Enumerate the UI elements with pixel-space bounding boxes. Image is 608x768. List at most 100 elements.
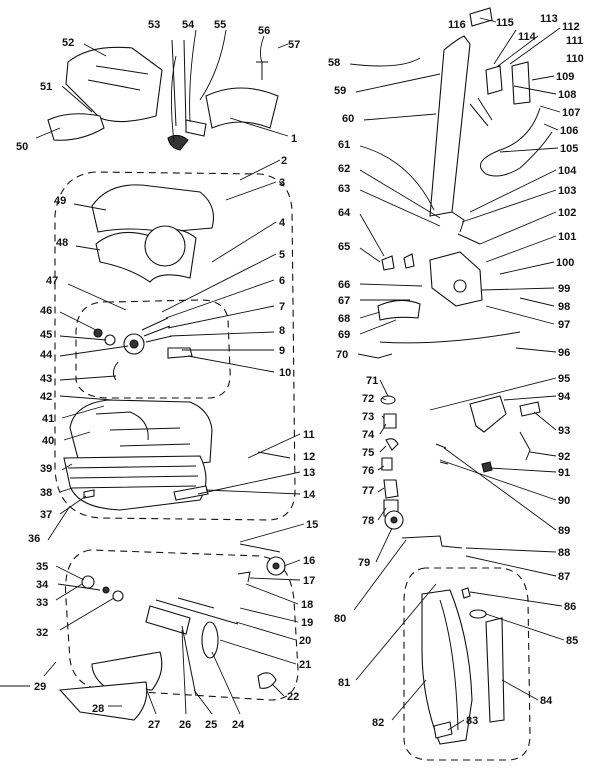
part-label-58: 58 xyxy=(328,57,340,69)
fan-housing-top-part xyxy=(91,184,215,233)
axle-rod-part xyxy=(257,451,291,459)
part-label-65: 65 xyxy=(338,241,350,253)
part-label-92: 92 xyxy=(558,451,570,463)
hood-cover-inner-part xyxy=(87,65,149,91)
part-label-85: 85 xyxy=(566,635,578,647)
part-label-69: 69 xyxy=(338,329,350,341)
part-label-44: 44 xyxy=(40,349,53,361)
fan-housing-ring-part xyxy=(144,225,186,267)
part-label-72: 72 xyxy=(362,393,374,405)
part-label-46: 46 xyxy=(40,305,52,317)
part-label-93: 93 xyxy=(558,425,570,437)
part-label-75: 75 xyxy=(362,447,374,459)
link-rod-part xyxy=(401,535,463,549)
handle-tube-part xyxy=(429,35,471,217)
part-label-51: 51 xyxy=(40,81,52,93)
motor-clip-part xyxy=(167,347,193,359)
part-label-105: 105 xyxy=(560,143,578,155)
part-label-63: 63 xyxy=(338,183,350,195)
leader-lines xyxy=(35,17,565,731)
part-label-48: 48 xyxy=(56,237,68,249)
tube-bracket-part xyxy=(429,251,483,307)
part-label-86: 86 xyxy=(564,601,576,613)
part-label-15: 15 xyxy=(306,519,318,531)
motor-brush-part xyxy=(141,317,173,343)
part-label-83: 83 xyxy=(466,715,478,727)
part-label-103: 103 xyxy=(558,185,576,197)
part-label-102: 102 xyxy=(558,207,576,219)
part-label-87: 87 xyxy=(558,571,570,583)
part-label-106: 106 xyxy=(560,125,578,137)
part-label-47: 47 xyxy=(46,275,58,287)
bag-collar-part xyxy=(433,721,453,739)
part-labels: 1 2 3 4 5 6 7 8 9 10 11 12 13 14 15 16 1… xyxy=(16,13,584,731)
pedal-lever-part xyxy=(469,395,507,433)
bumper-part xyxy=(47,113,105,141)
part-label-36: 36 xyxy=(28,533,40,545)
part-label-88: 88 xyxy=(558,547,570,559)
part-label-3: 3 xyxy=(279,177,285,189)
bearing-ring-part xyxy=(112,590,124,602)
group-outline-base xyxy=(54,171,296,521)
part-label-49: 49 xyxy=(54,195,66,207)
part-label-37: 37 xyxy=(40,509,52,521)
part-label-91: 91 xyxy=(558,467,570,479)
part-label-17: 17 xyxy=(303,575,315,587)
part-label-57: 57 xyxy=(288,39,300,51)
part-label-1: 1 xyxy=(291,133,297,145)
part-label-9: 9 xyxy=(279,345,285,357)
part-label-60: 60 xyxy=(342,113,354,125)
part-label-29: 29 xyxy=(34,681,46,693)
part-label-6: 6 xyxy=(279,275,285,287)
part-label-21: 21 xyxy=(299,659,311,671)
part-label-68: 68 xyxy=(338,313,350,325)
part-label-55: 55 xyxy=(214,19,226,31)
part-label-27: 27 xyxy=(148,719,160,731)
part-label-32: 32 xyxy=(36,627,48,639)
wheel-hub-part xyxy=(272,562,280,570)
part-label-16: 16 xyxy=(303,555,315,567)
part-label-99: 99 xyxy=(558,283,570,295)
long-wire-part xyxy=(379,331,521,344)
group-outline-brushroll xyxy=(64,549,299,701)
part-label-66: 66 xyxy=(338,279,350,291)
end-cap-right-part xyxy=(257,672,277,689)
nozzle-part xyxy=(385,438,399,451)
base-top-detail-part xyxy=(95,411,191,447)
part-label-41: 41 xyxy=(42,413,54,425)
bottom-plate-part xyxy=(91,651,163,691)
part-label-42: 42 xyxy=(40,391,52,403)
part-label-53: 53 xyxy=(148,19,160,31)
brush-roll-part xyxy=(145,605,191,635)
part-label-78: 78 xyxy=(362,515,374,527)
tab-part xyxy=(435,443,449,465)
part-label-25: 25 xyxy=(205,719,217,731)
wheel-bracket-part xyxy=(237,571,251,583)
gear-wheel-hub-part xyxy=(390,516,398,524)
part-label-12: 12 xyxy=(303,451,315,463)
part-label-62: 62 xyxy=(338,163,350,175)
part-label-64: 64 xyxy=(338,207,351,219)
hood-cover-part xyxy=(65,46,163,123)
base-plate-part xyxy=(63,455,207,511)
part-label-115: 115 xyxy=(496,17,514,29)
part-label-110: 110 xyxy=(566,53,584,65)
part-label-28: 28 xyxy=(92,703,104,715)
part-label-4: 4 xyxy=(279,217,286,229)
bag-clip-part xyxy=(461,587,471,599)
part-label-45: 45 xyxy=(40,329,52,341)
part-label-73: 73 xyxy=(362,411,374,423)
part-label-52: 52 xyxy=(62,37,74,49)
part-label-90: 90 xyxy=(558,495,570,507)
handle-tube-inner-part xyxy=(451,211,465,233)
part-label-61: 61 xyxy=(338,139,350,151)
collar-part xyxy=(383,479,399,499)
brush-strip-part xyxy=(173,485,209,501)
cord-hook-part xyxy=(511,61,531,105)
pivot-spring-part xyxy=(457,233,481,245)
part-label-71: 71 xyxy=(366,375,378,387)
part-label-95: 95 xyxy=(558,373,570,385)
part-label-101: 101 xyxy=(558,231,576,243)
part-label-10: 10 xyxy=(279,367,291,379)
part-label-76: 76 xyxy=(362,465,374,477)
